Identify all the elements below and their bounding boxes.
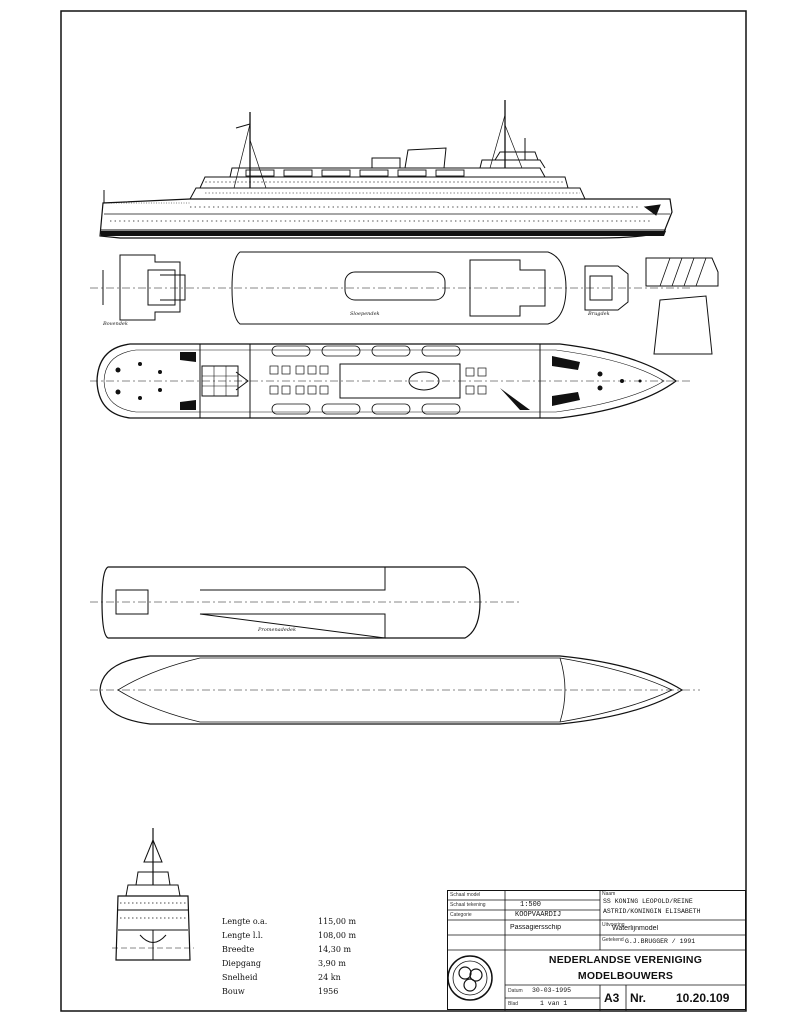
nvm-seal (447, 955, 493, 1001)
main-deck-plan (90, 343, 690, 419)
promenade-deck-plan (90, 566, 520, 639)
tb-label-uitvoering: Uitvoering (602, 922, 625, 928)
tb-category: KOOPVAARDIJ (515, 911, 562, 919)
tb-label-schaal-tekening: Schaal tekening (450, 902, 486, 908)
tb-format: A3 (604, 991, 620, 1005)
tb-model-type: Waterlijnmodel (612, 925, 659, 932)
tb-org-line-2: MODELBOUWERS (577, 970, 674, 982)
tb-nr: 10.20.109 (676, 991, 730, 1005)
spec-label: Lengte o.a. (222, 917, 268, 926)
side-profile-view (99, 100, 673, 239)
spec-label: Breedte (222, 945, 255, 954)
spec-value: 24 kn (318, 973, 341, 982)
tb-drawn-by: G.J.BRUGGER / 1991 (625, 938, 696, 945)
title-block-grid (447, 890, 746, 1011)
tb-type: Passagiersschip (510, 924, 561, 931)
tb-label-schaal-model: Schaal model (450, 892, 481, 898)
label-promenadedek: Promenadedek (258, 627, 297, 633)
tb-nr-label: Nr. (630, 991, 647, 1005)
deck-sections-row (90, 251, 719, 355)
drawing-frame (60, 10, 747, 1012)
tb-label-naam: Naam (602, 891, 616, 897)
tb-label-categorie: Categorie (450, 912, 472, 918)
tb-label-getekend: Getekend (602, 937, 624, 943)
spec-value: 3,90 m (318, 959, 346, 968)
label-bovendek: Bovendek (103, 321, 128, 327)
tb-scale: 1:500 (520, 901, 542, 909)
spec-value: 14,30 m (318, 945, 352, 954)
spec-value: 115,00 m (318, 917, 357, 926)
label-brugdek: Brugdek (588, 311, 610, 317)
hull-waterline-plan (90, 655, 700, 725)
spec-label: Snelheid (222, 973, 258, 982)
title-block-frame (447, 890, 746, 1010)
tb-date-label: Datum (508, 988, 523, 994)
label-sloependek: Sloependek (350, 311, 380, 317)
spec-label: Lengte l.l. (222, 931, 264, 940)
spec-label: Bouw (222, 987, 245, 996)
spec-value: 1956 (318, 987, 339, 996)
tb-ship-name-2: ASTRID/KONINGIN ELISABETH (603, 908, 701, 915)
tb-sheet: 1 van 1 (540, 1000, 568, 1007)
tb-org-line-1: NEDERLANDSE VERENIGING (548, 954, 703, 966)
tb-sheet-label: Blad (508, 1001, 519, 1007)
spec-value: 108,00 m (318, 931, 357, 940)
tb-ship-name-1: SS KONING LEOPOLD/REINE (603, 898, 693, 905)
spec-label: Diepgang (222, 959, 261, 968)
front-view (112, 828, 194, 961)
tb-date: 30-03-1995 (532, 987, 572, 994)
